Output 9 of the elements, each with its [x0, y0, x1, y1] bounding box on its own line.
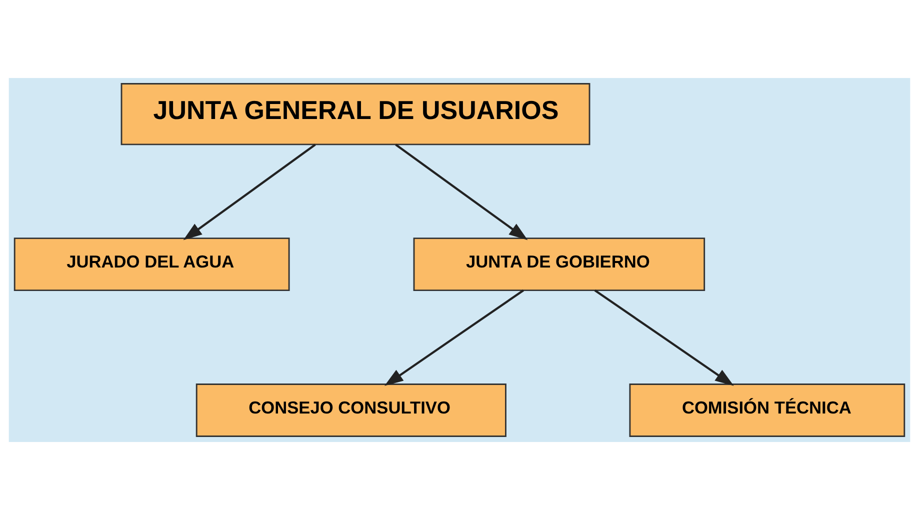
node-box: JUNTA GENERAL DE USUARIOS: [120, 82, 590, 145]
node-box: CONSEJO CONSULTIVO: [196, 383, 506, 436]
arrow: [183, 143, 316, 240]
arrow: [395, 143, 528, 240]
arrow: [384, 288, 524, 386]
node-box: COMISIÓN TÉCNICA: [629, 383, 906, 436]
arrow: [594, 288, 734, 386]
node-box: JURADO DEL AGUA: [14, 237, 290, 291]
node-box: JUNTA DE GOBIERNO: [413, 237, 706, 291]
